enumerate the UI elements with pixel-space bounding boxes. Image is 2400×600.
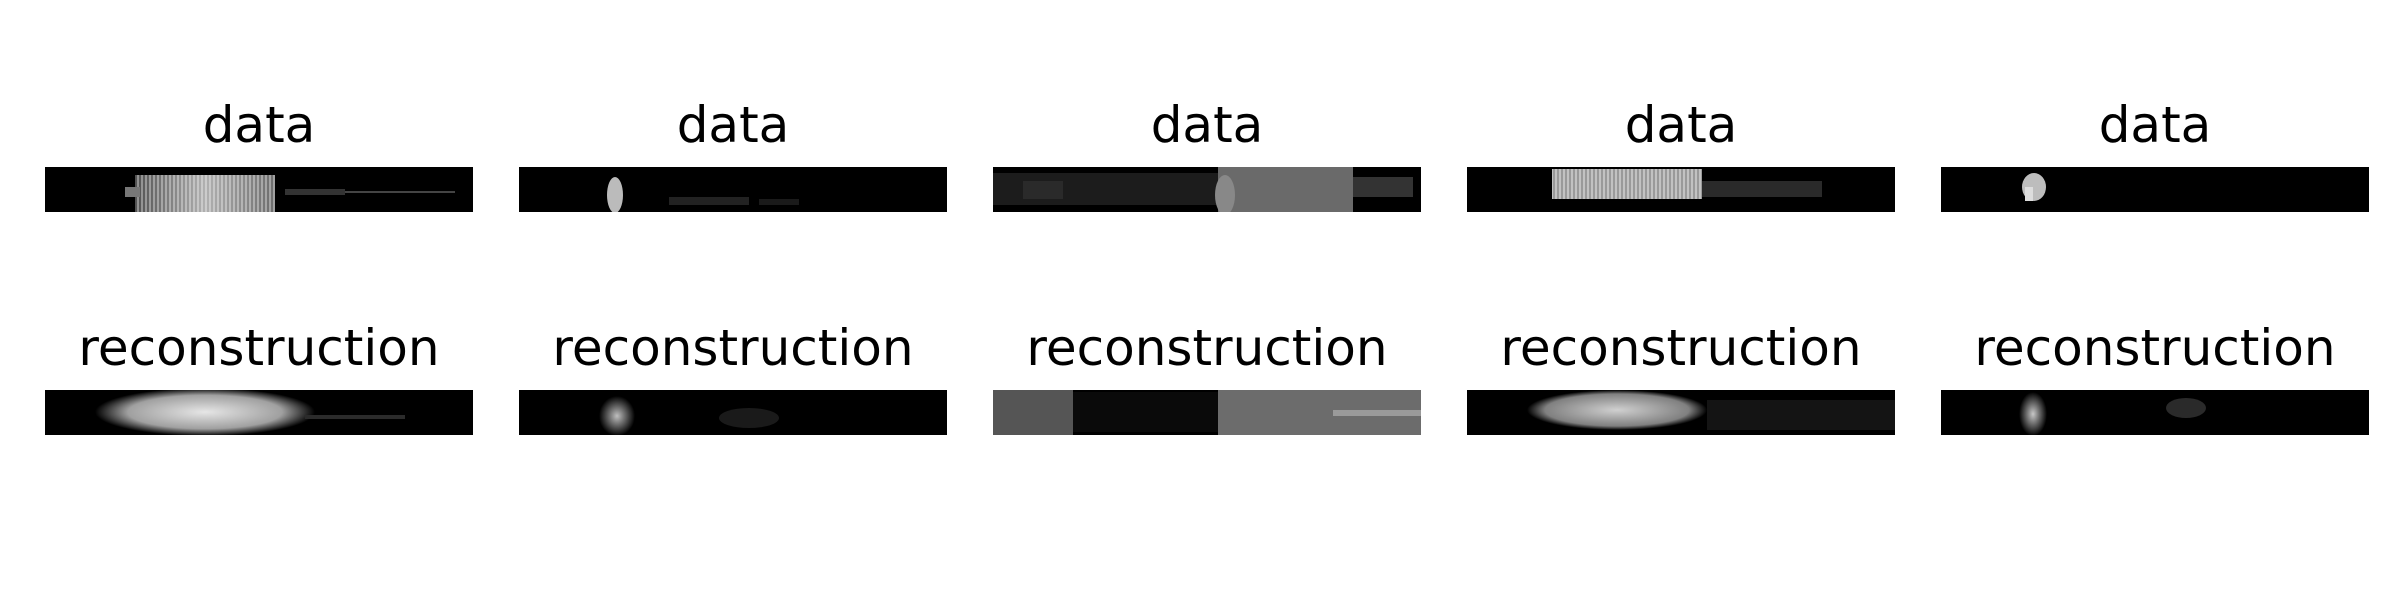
data-panel-1-image [45,167,473,212]
data-panel-5-image [1941,167,2369,212]
data-panel-5-title: data [2098,96,2212,154]
data-panel-3-title: data [1150,96,1264,154]
reconstruction-panel-4-title: reconstruction [1500,319,1862,377]
reconstruction-panel-3-title: reconstruction [1026,319,1388,377]
data-panel-2-title: data [676,96,790,154]
reconstruction-panel-1-image [45,390,473,435]
reconstruction-panel-1-title: reconstruction [78,319,440,377]
data-panel-2-image [519,167,947,212]
reconstruction-panel-2-title: reconstruction [552,319,914,377]
data-panel-1-title: data [202,96,316,154]
reconstruction-panel-2-image [519,390,947,435]
reconstruction-panel-4-image [1467,390,1895,435]
reconstruction-panel-5-title: reconstruction [1974,319,2336,377]
data-panel-4-title: data [1624,96,1738,154]
reconstruction-panel-3-image [993,390,1421,435]
data-panel-4-image [1467,167,1895,212]
data-panel-3-image [993,167,1421,212]
reconstruction-panel-5-image [1941,390,2369,435]
